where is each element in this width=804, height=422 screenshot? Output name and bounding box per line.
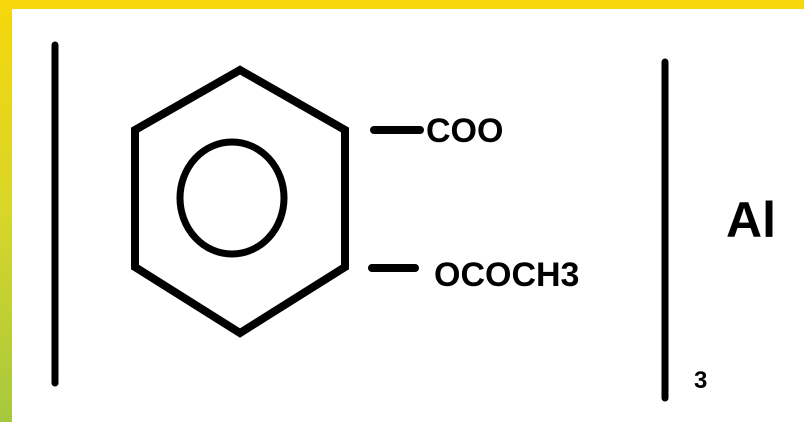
benzene-ring-hexagon [131, 65, 349, 338]
benzene-aromatic-circle [176, 138, 288, 258]
carboxylate-label: COO [426, 112, 504, 150]
white-canvas [12, 9, 804, 422]
acetoxy-label: OCOCH3 [434, 256, 580, 294]
metal-label: Al [726, 192, 776, 248]
subscript-count-label: 3 [694, 367, 708, 394]
